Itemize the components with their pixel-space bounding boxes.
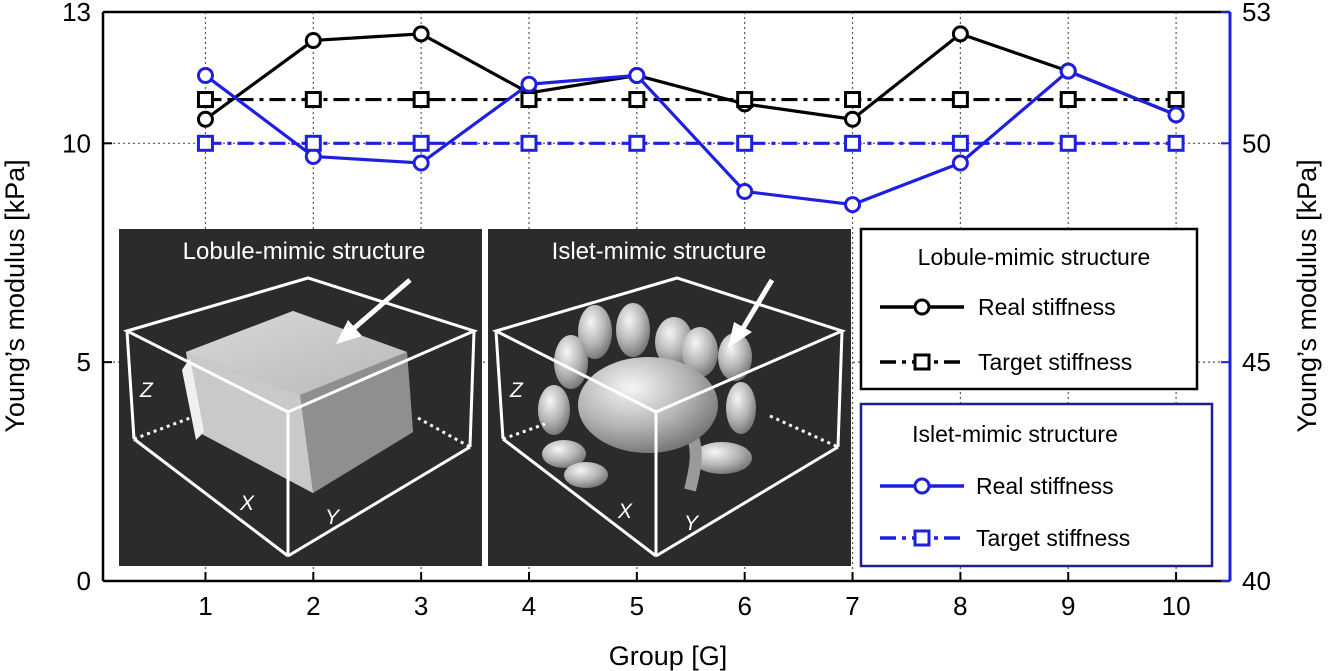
data-point-0-1 — [628, 91, 646, 109]
data-point-0-1 — [1059, 91, 1077, 109]
inset-lobule-structure: Lobule-mimic structure Z X Y — [119, 229, 482, 566]
data-point-1-1 — [1167, 134, 1185, 152]
series-line-0-0 — [204, 32, 1177, 121]
y-tick-label-right: 50 — [1242, 128, 1271, 158]
y-tick-label-right: 53 — [1242, 0, 1271, 27]
y-axis-title-right: Young’s modulus [kPa] — [1292, 159, 1322, 432]
data-point-1-1 — [951, 134, 969, 152]
y-tick-label-right: 40 — [1242, 566, 1271, 596]
x-tick-label: 10 — [1162, 591, 1191, 621]
x-axis-title: Group [G] — [609, 641, 728, 671]
data-point-1-1 — [196, 134, 214, 152]
data-point-1-1 — [628, 134, 646, 152]
x-tick-label: 6 — [737, 591, 751, 621]
data-point-1-1 — [304, 134, 322, 152]
islet-illustration — [538, 303, 756, 492]
data-point-1-0 — [412, 154, 430, 172]
data-point-0-1 — [520, 91, 538, 109]
y-tick-label-left: 10 — [62, 128, 91, 158]
data-point-1-0 — [196, 66, 214, 84]
legend-lobule-title: Lobule-mimic structure — [918, 244, 1151, 270]
x-tick-label: 7 — [845, 591, 859, 621]
data-point-0-0 — [951, 25, 969, 43]
data-point-1-1 — [736, 134, 754, 152]
data-point-0-0 — [844, 110, 862, 128]
x-axis-letter: X — [617, 500, 633, 523]
legend-circle-marker — [913, 298, 931, 316]
inset-lobule-title: Lobule-mimic structure — [183, 238, 426, 265]
z-axis-letter: Z — [139, 379, 154, 402]
series-layer — [196, 25, 1185, 214]
x-tick-label: 2 — [306, 591, 320, 621]
y-axis-letter: Y — [684, 512, 700, 535]
data-point-1-1 — [844, 134, 862, 152]
legend-islet: Islet-mimic structure Real stiffness Tar… — [859, 402, 1214, 568]
x-tick-label: 9 — [1061, 591, 1075, 621]
bounding-box-lines — [122, 276, 479, 558]
legend-lobule-real: Real stiffness — [978, 294, 1116, 320]
data-point-0-1 — [736, 91, 754, 109]
arrow-icon — [728, 278, 775, 348]
data-point-0-0 — [196, 110, 214, 128]
series-line-1-0 — [204, 69, 1177, 207]
data-point-1-0 — [1167, 106, 1185, 124]
y-tick-label-right: 45 — [1242, 347, 1271, 377]
x-tick-label: 3 — [414, 591, 428, 621]
x-axis-letter: X — [239, 492, 255, 515]
legend-islet-title: Islet-mimic structure — [912, 421, 1118, 447]
data-point-1-0 — [951, 154, 969, 172]
data-point-0-1 — [412, 91, 430, 109]
data-point-0-0 — [304, 31, 322, 49]
y-axis-title-left: Young’s modulus [kPa] — [0, 159, 30, 432]
data-point-1-1 — [1059, 134, 1077, 152]
data-point-1-0 — [1059, 62, 1077, 80]
y-axis-letter: Y — [325, 506, 341, 529]
data-point-0-0 — [412, 25, 430, 43]
inset-islet-structure: Islet-mimic structure — [488, 229, 851, 566]
data-point-0-1 — [196, 91, 214, 109]
data-point-1-1 — [412, 134, 430, 152]
legend: Lobule-mimic structure Real stiffness Ta… — [859, 227, 1214, 568]
legend-islet-real: Real stiffness — [976, 473, 1114, 499]
legend-islet-target: Target stiffness — [976, 525, 1130, 551]
arrow-icon — [336, 278, 412, 344]
data-point-1-0 — [520, 75, 538, 93]
data-point-0-1 — [1167, 91, 1185, 109]
legend-square-marker — [913, 529, 931, 547]
legend-lobule: Lobule-mimic structure Real stiffness Ta… — [859, 227, 1199, 391]
data-point-1-1 — [520, 134, 538, 152]
data-point-0-1 — [304, 91, 322, 109]
y-tick-label-left: 5 — [77, 347, 91, 377]
bounding-box-lines — [491, 276, 847, 558]
inset-islet-title: Islet-mimic structure — [552, 238, 767, 265]
data-point-1-0 — [628, 66, 646, 84]
data-point-0-1 — [951, 91, 969, 109]
data-point-0-1 — [844, 91, 862, 109]
legend-lobule-target: Target stiffness — [978, 349, 1132, 375]
x-tick-label: 1 — [198, 591, 212, 621]
y-tick-label-left: 0 — [77, 566, 91, 596]
x-tick-label: 8 — [953, 591, 967, 621]
legend-square-marker — [913, 353, 931, 371]
data-point-1-0 — [736, 182, 754, 200]
z-axis-letter: Z — [509, 379, 524, 402]
data-point-1-0 — [844, 196, 862, 214]
legend-circle-marker — [913, 477, 931, 495]
x-tick-label: 5 — [630, 591, 644, 621]
hexagonal-prism-illustration — [182, 311, 413, 493]
y-tick-label-left: 13 — [62, 0, 91, 27]
x-tick-label: 4 — [522, 591, 536, 621]
